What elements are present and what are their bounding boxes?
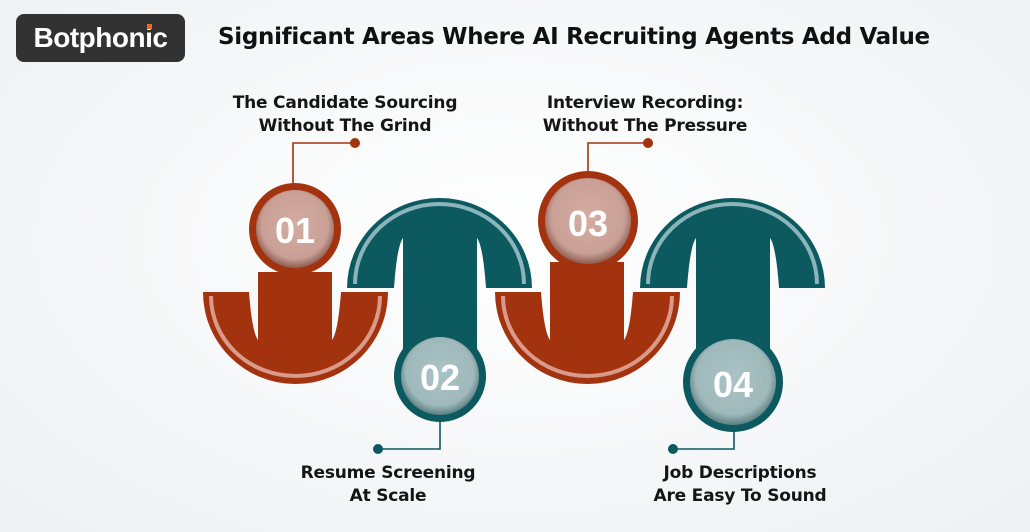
step-2-connector — [373, 420, 441, 454]
brand-name: Botphonic — [33, 22, 168, 53]
step-3-connector — [587, 138, 653, 178]
step-3-number: 03 — [568, 203, 608, 244]
step-2-label-line2: At Scale — [349, 486, 427, 506]
step-4-connector — [668, 426, 735, 454]
page-title: Significant Areas Where AI Recruiting Ag… — [218, 24, 930, 50]
step-1-label-line2: Without The Grind — [258, 116, 432, 136]
step-1-bowl-shape — [203, 272, 388, 384]
brand-accent-dot — [147, 24, 152, 29]
step-2-label: Resume Screening At Scale — [258, 462, 518, 508]
step-4-number: 04 — [713, 364, 753, 405]
step-3-label-line2: Without The Pressure — [542, 116, 748, 136]
step-2-number: 02 — [420, 357, 460, 398]
step-3-bowl-shape — [495, 262, 680, 384]
step-4-label-line1: Job Descriptions — [663, 463, 817, 483]
step-1-number-badge: 01 — [249, 183, 341, 275]
step-3-label-line1: Interview Recording: — [546, 93, 744, 113]
step-4-label-line2: Are Easy To Sound — [653, 486, 827, 506]
step-2-arch-shape — [347, 198, 532, 356]
step-1-number: 01 — [275, 210, 315, 251]
step-3-label: Interview Recording: Without The Pressur… — [515, 92, 775, 138]
step-1-label: The Candidate Sourcing Without The Grind — [215, 92, 475, 138]
step-3-number-badge: 03 — [538, 171, 638, 271]
brand-logo: Botphonic — [16, 14, 185, 62]
step-2-number-badge: 02 — [394, 330, 486, 422]
step-4-label: Job Descriptions Are Easy To Sound — [610, 462, 870, 508]
step-4-number-badge: 04 — [683, 332, 783, 432]
step-4-arch-shape — [640, 198, 825, 362]
step-1-label-line1: The Candidate Sourcing — [232, 93, 458, 113]
step-2-label-line1: Resume Screening — [300, 463, 476, 483]
step-1-connector — [292, 138, 360, 187]
